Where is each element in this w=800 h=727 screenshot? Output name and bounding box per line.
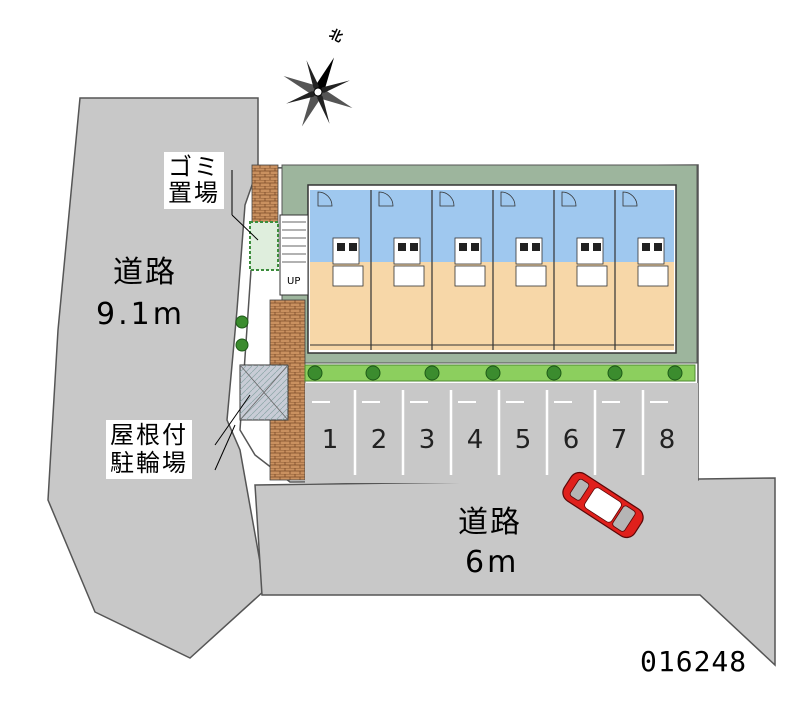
left-road-width: 9.1m [96, 297, 185, 332]
parking-space-number: 8 [658, 425, 676, 455]
garbage-area-label-line1: ゴミ [168, 153, 220, 181]
garbage-area-label-line2: 置場 [168, 179, 220, 208]
parking-space-number: 2 [370, 425, 388, 455]
parking-space-number: 4 [466, 425, 484, 455]
bottom-road-width: 6m [465, 545, 520, 580]
garbage-area-label: ゴミ 置場 [164, 152, 224, 209]
apartment-building [307, 184, 677, 354]
parking-space-number: 1 [321, 425, 339, 455]
parking-lot [305, 383, 698, 483]
leader-lines [214, 170, 259, 471]
parking-space-number: 7 [610, 425, 628, 455]
parking-space-number: 3 [418, 425, 436, 455]
bicycle-shelter-label-line1: 屋根付 [110, 421, 188, 449]
garbage-area [249, 221, 279, 271]
compass-rose-icon [283, 57, 353, 127]
parking-space-number: 6 [562, 425, 580, 455]
map-id: 016248 [640, 645, 748, 678]
hedge-trees [235, 315, 683, 381]
stairs-up-label: UP [287, 276, 301, 287]
parking-space-number: 5 [514, 425, 532, 455]
bicycle-shelter-label: 屋根付 駐輪場 [106, 420, 192, 480]
parking-dividers [353, 390, 645, 475]
car-icon [562, 471, 644, 539]
left-road-name: 道路 [113, 255, 177, 290]
bicycle-shelter-label-line2: 駐輪場 [110, 448, 188, 477]
stairwell [279, 214, 309, 296]
bottom-road-name: 道路 [458, 505, 522, 540]
